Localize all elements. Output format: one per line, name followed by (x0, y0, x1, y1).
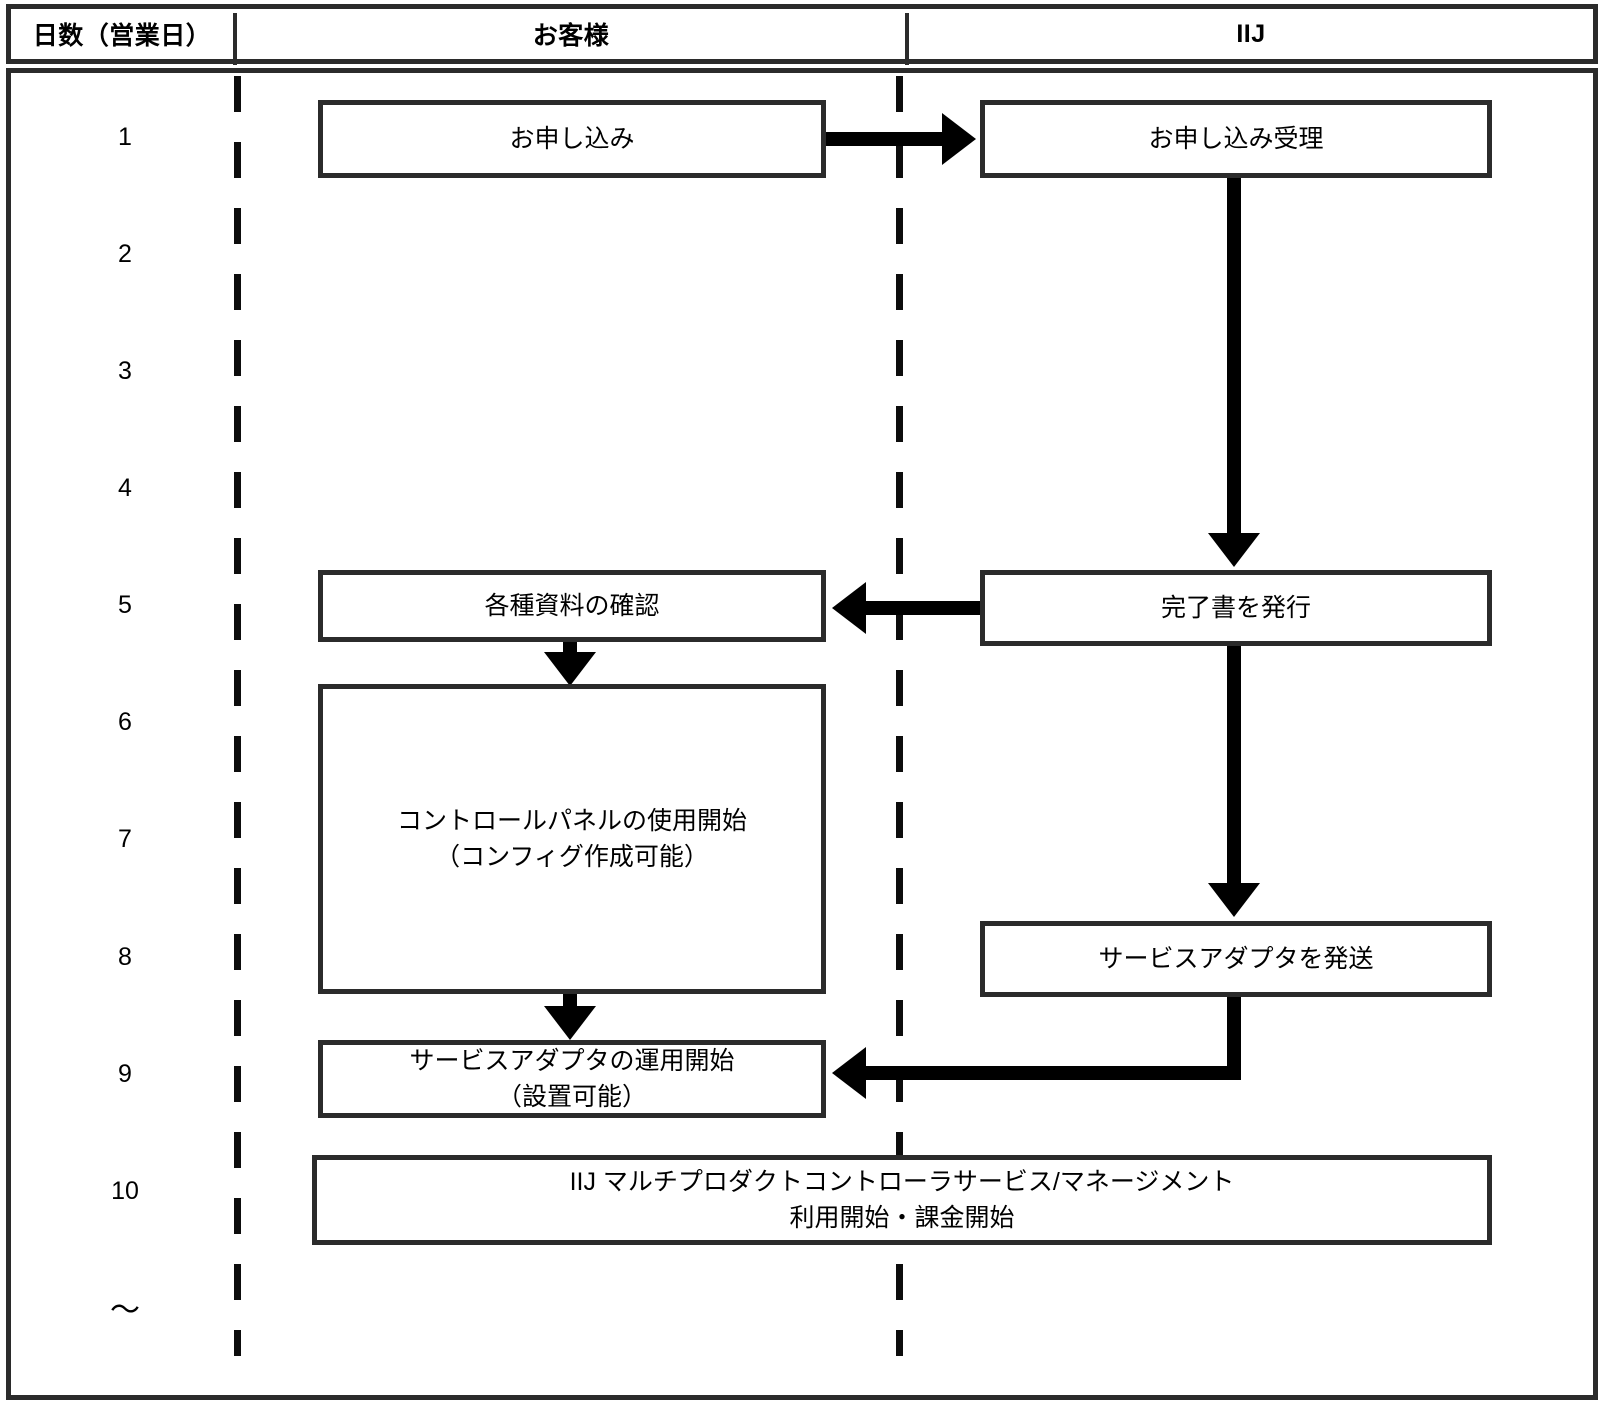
day-label-5: 5 (118, 591, 132, 619)
box-documents-check[interactable]: 各種資料の確認 (318, 570, 826, 642)
box-control-panel-label-line1: コントロールパネルの使用開始 (396, 806, 747, 835)
arrowhead-to-control-panel (544, 652, 596, 686)
box-documents-check-label: 各種資料の確認 (484, 591, 660, 620)
box-issue-completion[interactable]: 完了書を発行 (980, 570, 1492, 646)
box-service-start-label-line1: IIJ マルチプロダクトコントローラサービス/マネージメント (569, 1167, 1235, 1196)
box-adapter-operation-label-line2: （設置可能） (496, 1083, 647, 1111)
day-label-8: 8 (118, 943, 132, 971)
header-column-customer: お客様 (532, 22, 610, 50)
connector-received-to-completion (1227, 178, 1241, 556)
arrowhead-to-adapter-operation (544, 1006, 596, 1040)
day-label-2: 2 (118, 240, 132, 268)
day-label-3: 3 (118, 357, 132, 385)
arrowhead-to-issue-completion (1208, 533, 1260, 567)
header-row: 日数（営業日） お客様 IIJ (6, 4, 1598, 65)
box-application-received-label: お申し込み受理 (1148, 124, 1324, 153)
header-column-iij: IIJ (1236, 19, 1266, 48)
box-adapter-operation[interactable]: サービスアダプタの運用開始 （設置可能） (318, 1040, 826, 1118)
connector-ship-adapter-to-operation (866, 1066, 1241, 1080)
box-application-received[interactable]: お申し込み受理 (980, 100, 1492, 178)
lane-divider-days (234, 76, 241, 1356)
arrowhead-to-ship-adapter (1208, 883, 1260, 917)
box-issue-completion-label: 完了書を発行 (1160, 593, 1311, 622)
connector-completion-to-documents (866, 601, 988, 615)
diagram-body-frame (6, 68, 1598, 1400)
connector-application-to-received (822, 132, 952, 146)
box-ship-adapter[interactable]: サービスアダプタを発送 (980, 921, 1492, 997)
day-label-10: 10 (111, 1177, 139, 1205)
box-service-start[interactable]: IIJ マルチプロダクトコントローラサービス/マネージメント 利用開始・課金開始 (312, 1155, 1492, 1245)
header-column-days: 日数（営業日） (32, 22, 212, 50)
header-divider-1 (233, 13, 237, 65)
box-service-start-label-line2: 利用開始・課金開始 (789, 1204, 1015, 1232)
arrowhead-to-adapter-operation-from-iij (832, 1047, 866, 1099)
arrowhead-to-documents-check (832, 582, 866, 634)
day-label-7: 7 (118, 825, 132, 853)
box-control-panel-label-line2: （コンフィグ作成可能） (435, 843, 709, 871)
box-application-label: お申し込み (509, 124, 635, 153)
box-adapter-operation-label-line1: サービスアダプタの運用開始 (409, 1046, 735, 1075)
connector-completion-to-ship-adapter (1227, 646, 1241, 906)
arrowhead-to-application-received (942, 113, 976, 165)
day-label-4: 4 (118, 474, 132, 502)
box-ship-adapter-label: サービスアダプタを発送 (1098, 944, 1374, 973)
connector-ship-adapter-down (1227, 996, 1241, 1080)
header-divider-2 (905, 13, 909, 65)
day-label-9: 9 (118, 1060, 132, 1088)
day-label-continuation: 〜 (110, 1294, 140, 1327)
box-control-panel[interactable]: コントロールパネルの使用開始 （コンフィグ作成可能） (318, 684, 826, 994)
day-label-1: 1 (118, 123, 132, 151)
box-application[interactable]: お申し込み (318, 100, 826, 178)
day-label-6: 6 (118, 708, 132, 736)
lane-divider-customer-iij (896, 76, 903, 1356)
